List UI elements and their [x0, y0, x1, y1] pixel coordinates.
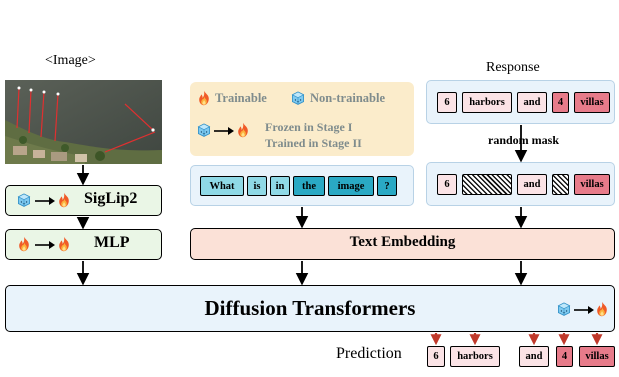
image-label: <Image>: [45, 53, 96, 68]
random-mask-label: random mask: [488, 133, 560, 147]
prediction-token: and: [519, 346, 549, 367]
legend-panel: Trainable Non-trainable Frozen in Stage …: [190, 82, 414, 156]
arrow-icon: [35, 197, 55, 205]
siglip2-block: SigLip2: [5, 185, 162, 216]
query-token: in: [270, 176, 290, 196]
legend-non-trainable: Non-trainable: [310, 91, 385, 105]
legend-trained: Trained in Stage II: [265, 136, 362, 150]
prediction-label: Prediction: [336, 345, 402, 362]
query-box: What is in the image ?: [190, 165, 414, 206]
response-token: and: [517, 92, 547, 113]
mask-token: [462, 174, 512, 195]
prediction-token: 6: [427, 346, 445, 367]
mlp-label: MLP: [94, 234, 130, 251]
masked-token: villas: [574, 174, 610, 195]
response-box: 6 harbors and 4 villas: [426, 80, 615, 124]
query-token: is: [247, 176, 267, 196]
prediction-token: villas: [579, 346, 615, 367]
query-token: image: [328, 176, 374, 196]
response-token: villas: [574, 92, 610, 113]
mask-token: [552, 174, 569, 195]
masked-token: and: [517, 174, 547, 195]
arrow-icon: [574, 306, 594, 314]
response-token: 6: [437, 92, 457, 113]
response-token: 4: [552, 92, 569, 113]
query-token: the: [293, 176, 325, 196]
masked-response-box: 6 and villas: [426, 162, 615, 206]
legend-trainable: Trainable: [215, 91, 267, 105]
response-token: harbors: [462, 92, 512, 113]
legend-frozen: Frozen in Stage I: [265, 120, 353, 134]
input-image: [5, 80, 162, 164]
arrow-icon: [214, 127, 234, 135]
prediction-token: 4: [556, 346, 573, 367]
masked-token: 6: [437, 174, 457, 195]
response-label: Response: [486, 60, 540, 75]
diffusion-transformers-block: Diffusion Transformers: [5, 285, 615, 332]
query-token: ?: [377, 176, 397, 196]
arrow-icon: [35, 241, 55, 249]
text-embedding-block: Text Embedding: [190, 228, 615, 260]
prediction-token: harbors: [450, 346, 500, 367]
siglip2-label: SigLip2: [84, 190, 138, 207]
text-embedding-label: Text Embedding: [349, 234, 456, 250]
mlp-block: MLP: [5, 229, 162, 260]
query-token: What: [200, 176, 244, 196]
diffusion-transformers-label: Diffusion Transformers: [204, 296, 416, 320]
